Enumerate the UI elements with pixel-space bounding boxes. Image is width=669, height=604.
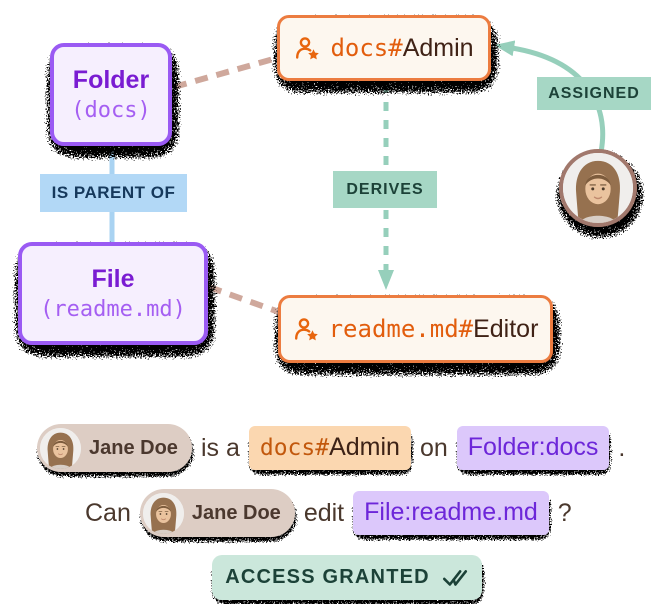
admin-node-relation: Admin [402,33,474,62]
file-node: File (readme.md) [18,242,208,345]
role-chip-relation: Admin [329,433,400,462]
question-mark: ? [557,498,572,527]
access-granted-label: ACCESS GRANTED [225,566,430,588]
editor-userset-node: readme.md#Editor [278,295,553,363]
file-target-chip: File:readme.md [353,491,549,535]
person-star-icon [294,35,321,62]
double-check-icon [441,567,469,588]
folder-node-title: Folder [72,66,150,94]
is-parent-of-label: IS PARENT OF [40,174,187,212]
user-pill-avatar [40,427,81,469]
admin-node-text: docs#Admin [330,34,473,63]
preposition-on: on [419,433,448,462]
editor-node-object: readme.md# [328,314,474,343]
folder-node-name: (docs) [71,98,151,123]
statement-line-1: Jane Doe is a docs#Admin on Folder:docs … [37,424,625,472]
admin-node-object: docs# [330,33,403,62]
user-avatar [559,149,637,227]
verb-is-a: is a [200,433,240,462]
file-node-title: File [91,265,135,293]
user-pill: Jane Doe [37,424,192,472]
folder-admin-dashed-line [173,55,278,90]
admin-userset-node: docs#Admin [277,15,491,81]
user-pill-name: Jane Doe [89,436,178,459]
editor-node-text: readme.md#Editor [329,315,539,344]
user-pill: Jane Doe [139,489,295,537]
verb-edit: edit [303,498,345,527]
user-pill-name: Jane Doe [191,501,281,524]
access-granted-badge: ACCESS GRANTED [212,555,482,600]
folder-node: Folder (docs) [50,43,172,146]
avatar-face-image [563,153,633,223]
prefix-can: Can [85,498,131,527]
derives-label: DERIVES [333,171,437,208]
editor-node-relation: Editor [473,314,539,343]
statement-line-2: Can Jane Doe edit File:readme.md ? [85,489,572,537]
person-star-icon [293,316,320,343]
assigned-label: ASSIGNED [537,77,651,110]
period: . [618,433,626,462]
role-chip-object: docs# [259,435,330,462]
file-editor-dashed-line [207,284,281,315]
role-chip: docs#Admin [248,426,411,470]
folder-target-chip: Folder:docs [456,426,610,470]
file-node-name: (readme.md) [40,297,186,322]
user-pill-avatar [142,492,184,534]
